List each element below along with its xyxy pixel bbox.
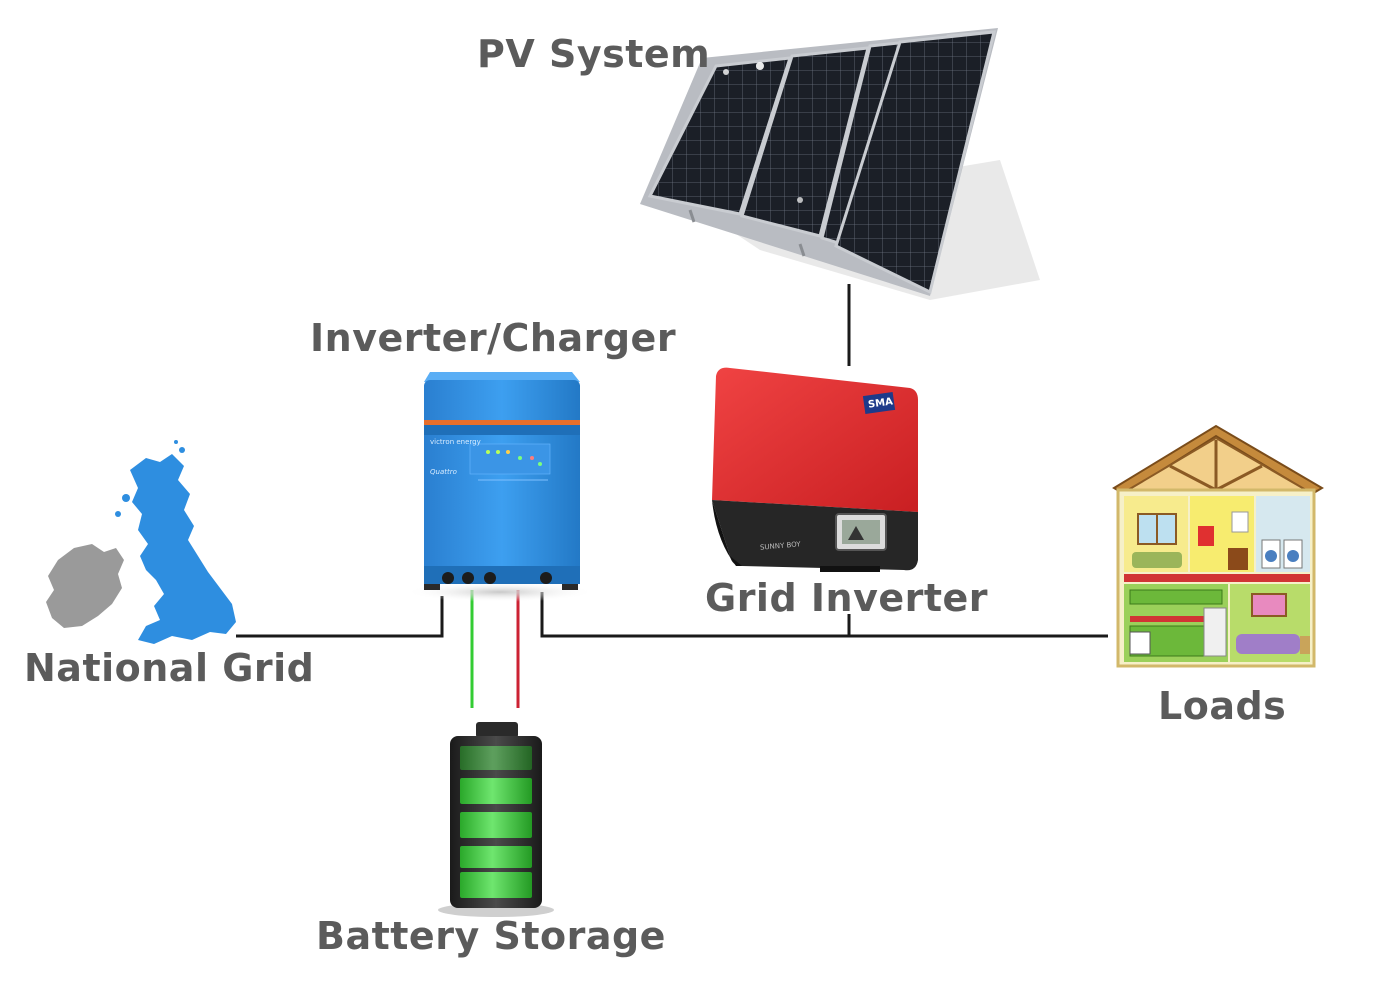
loads-label: Loads xyxy=(1158,684,1287,728)
house-icon xyxy=(1112,424,1324,668)
inverter-charger-label: Inverter/Charger xyxy=(310,316,677,360)
solar-panel-icon xyxy=(640,28,1040,300)
battery-icon xyxy=(438,722,554,917)
pv-system-label: PV System xyxy=(477,32,711,76)
national-grid-label: National Grid xyxy=(24,646,315,690)
grid-inverter-icon xyxy=(712,367,918,572)
grid-inverter-label: Grid Inverter xyxy=(705,576,989,620)
inverter-charger-icon xyxy=(405,372,595,602)
battery-storage-label: Battery Storage xyxy=(316,914,666,958)
uk-map-icon xyxy=(46,440,236,644)
wire-inverter-to-loads xyxy=(540,592,1108,638)
wire-national-grid-to-inverter xyxy=(236,596,444,638)
wiring xyxy=(236,284,1108,708)
quattro-model-text: Quattro xyxy=(430,468,457,476)
victron-brand-text: victron energy xyxy=(430,438,481,446)
